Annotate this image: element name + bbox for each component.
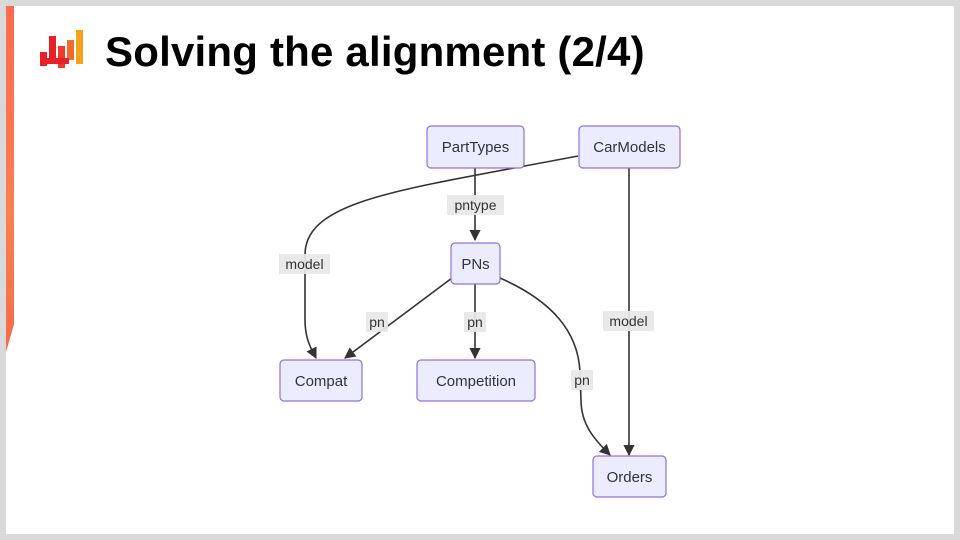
edge-label-pn-competition: pn (464, 312, 486, 332)
slide-title: Solving the alignment (2/4) (105, 28, 645, 75)
edge-label-pn-compat: pn (366, 312, 388, 332)
node-parttypes: PartTypes (426, 125, 525, 169)
svg-text:pn: pn (467, 314, 483, 330)
node-orders: Orders (592, 455, 667, 498)
edge-label-pn-orders: pn (571, 370, 593, 390)
svg-text:Competition: Competition (436, 373, 516, 390)
edge-carmodels-compat (304, 155, 579, 360)
svg-text:CarModels: CarModels (593, 139, 666, 156)
node-carmodels: CarModels (578, 125, 681, 169)
edge-pns-compat (344, 277, 453, 359)
svg-text:pntype: pntype (454, 197, 496, 213)
svg-text:pn: pn (369, 314, 385, 330)
node-pns: PNs (450, 242, 501, 285)
node-compat: Compat (279, 359, 363, 402)
svg-text:model: model (609, 313, 647, 329)
svg-text:PNs: PNs (461, 256, 489, 273)
accent-bar (6, 6, 14, 352)
edge-label-model-orders: model (603, 311, 654, 331)
node-competition: Competition (416, 359, 536, 402)
svg-text:Orders: Orders (607, 469, 653, 486)
bar-chart-logo-icon (40, 30, 83, 68)
svg-text:PartTypes: PartTypes (442, 139, 510, 156)
slide: Solving the alignment (2/4) pntype model… (6, 6, 954, 534)
flowchart: pntype model pn pn pn model PartTypes (279, 125, 681, 498)
svg-text:pn: pn (574, 372, 590, 388)
svg-text:model: model (285, 256, 323, 272)
edge-label-pntype: pntype (447, 195, 504, 215)
svg-text:Compat: Compat (295, 373, 348, 390)
edge-label-model-compat: model (279, 254, 330, 274)
